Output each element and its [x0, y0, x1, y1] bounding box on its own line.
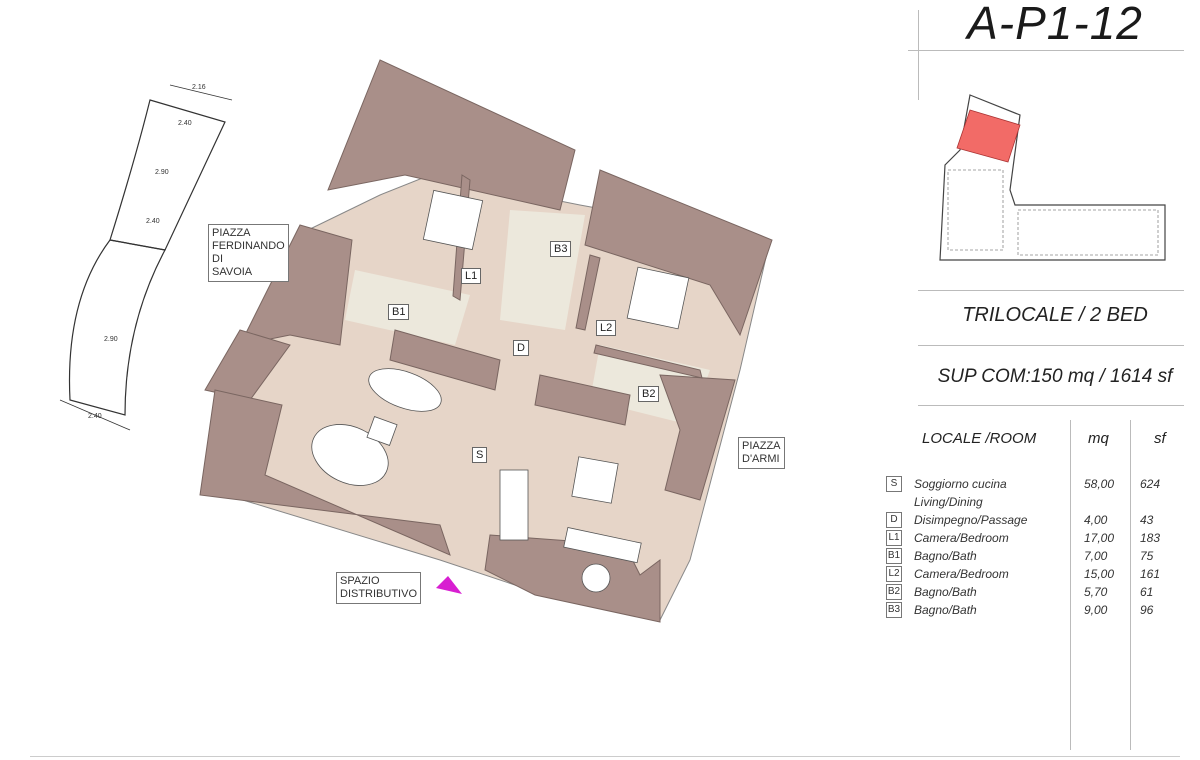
dimension-label: 2.16: [192, 84, 206, 91]
room-tag-b1: B1: [388, 304, 410, 320]
room-code: S: [886, 476, 902, 492]
unit-type: TRILOCALE / 2 BED: [962, 304, 1148, 326]
dimension-label: 2.90: [104, 336, 118, 343]
page-bottom-rule: [30, 756, 1180, 757]
room-mq: 9,00: [1084, 603, 1108, 617]
label-piazza-darmi: PIAZZA D'ARMI: [738, 437, 785, 469]
table-row: L1 Camera/Bedroom 17,00 183: [886, 529, 1176, 547]
room-code: L2: [886, 566, 902, 582]
room-tag-l1: L1: [461, 268, 482, 284]
room-sf: 75: [1140, 549, 1154, 563]
surface-area: SUP COM:150 mq / 1614 sf: [937, 366, 1173, 387]
surface-divider: [918, 405, 1184, 406]
room-tag-s: S: [472, 447, 488, 463]
room-mq: 5,70: [1084, 585, 1108, 599]
table-header-room: LOCALE /ROOM: [922, 430, 1037, 447]
type-divider-top: [918, 290, 1184, 291]
label-spazio-distributivo: SPAZIO DISTRIBUTIVO: [336, 572, 422, 604]
location-map: [939, 94, 1166, 261]
room-sf: 61: [1140, 585, 1154, 599]
title-divider: [908, 50, 1184, 51]
room-name: Disimpegno/Passage: [914, 513, 1028, 527]
label-line: SPAZIO: [340, 575, 380, 587]
table-row: L2 Camera/Bedroom 15,00 161: [886, 565, 1176, 583]
room-sf: 624: [1140, 477, 1161, 491]
room-mq: 15,00: [1084, 567, 1115, 581]
room-code: B3: [886, 602, 902, 618]
room-name: Camera/Bedroom: [914, 531, 1009, 545]
room-name: Soggiorno cucina: [914, 477, 1007, 491]
room-tag-b3: B3: [550, 241, 572, 257]
label-line: FERDINANDO: [212, 240, 285, 252]
table-column-rule-2: [1130, 420, 1131, 750]
balcony-outline: [59, 84, 233, 431]
label-line: DISTRIBUTIVO: [340, 588, 418, 600]
table-row: S Soggiorno cucina 58,00 624: [886, 475, 1176, 493]
room-tag-d: D: [513, 340, 529, 356]
table-row: Living/Dining: [886, 493, 1176, 511]
room-name: Bagno/Bath: [914, 549, 977, 563]
walls: [199, 59, 773, 623]
furniture: [311, 189, 690, 593]
room-sf: 161: [1140, 567, 1161, 581]
room-code: B1: [886, 548, 902, 564]
dimension-label: 2.90: [155, 169, 169, 176]
room-name: Living/Dining: [914, 495, 983, 509]
room-mq: 4,00: [1084, 513, 1108, 527]
label-line: PIAZZA: [742, 440, 781, 452]
table-row: B3 Bagno/Bath 9,00 96: [886, 601, 1176, 619]
label-line: SAVOIA: [212, 266, 253, 278]
label-line: D'ARMI: [742, 453, 780, 465]
room-sf: 96: [1140, 603, 1154, 617]
dimension-label: 2.40: [88, 413, 102, 420]
label-piazza-ferdinando: PIAZZA FERDINANDO DI SAVOIA: [208, 224, 289, 282]
room-tag-b2: B2: [638, 386, 660, 402]
room-mq: 58,00: [1084, 477, 1115, 491]
room-mq: 17,00: [1084, 531, 1115, 545]
type-divider-bottom: [918, 345, 1184, 346]
room-name: Camera/Bedroom: [914, 567, 1009, 581]
room-code: L1: [886, 530, 902, 546]
unit-code-title: A-P1-12: [967, 0, 1143, 49]
title-vertical-rule: [918, 10, 919, 100]
room-sf: 43: [1140, 513, 1154, 527]
room-name: Bagno/Bath: [914, 585, 977, 599]
room-name: Bagno/Bath: [914, 603, 977, 617]
dimension-label: 2.40: [146, 218, 160, 225]
room-tag-l2: L2: [596, 320, 617, 336]
room-code: D: [886, 512, 902, 528]
table-column-rule-1: [1070, 420, 1071, 750]
table-header-mq: mq: [1088, 430, 1109, 447]
table-row: B2 Bagno/Bath 5,70 61: [886, 583, 1176, 601]
label-line: PIAZZA: [212, 227, 251, 239]
table-row: D Disimpegno/Passage 4,00 43: [886, 511, 1176, 529]
dimension-label: 2.40: [178, 120, 192, 127]
room-code: B2: [886, 584, 902, 600]
room-sf: 183: [1140, 531, 1161, 545]
table-row: B1 Bagno/Bath 7,00 75: [886, 547, 1176, 565]
table-header-sf: sf: [1154, 430, 1166, 447]
entrance-marker: [436, 576, 462, 594]
room-mq: 7,00: [1084, 549, 1108, 563]
label-line: DI: [212, 253, 223, 265]
